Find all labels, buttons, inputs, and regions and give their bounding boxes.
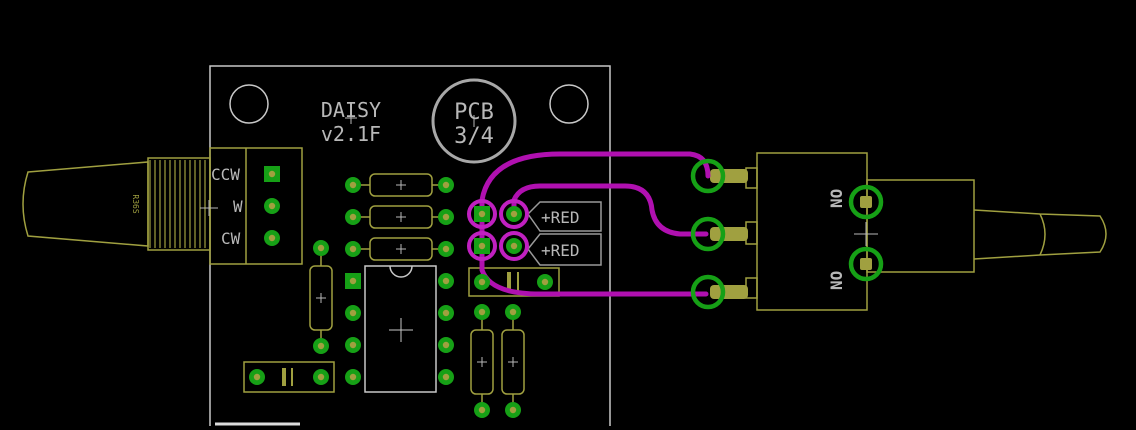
pad bbox=[313, 338, 329, 354]
pad bbox=[345, 209, 361, 225]
pad bbox=[474, 304, 490, 320]
potentiometer: R36S CCW W CW bbox=[22, 147, 303, 265]
pad bbox=[474, 238, 490, 254]
pad bbox=[345, 273, 361, 289]
capacitor-bottom-left bbox=[243, 361, 335, 393]
led-bottom bbox=[527, 233, 602, 266]
pot-label-w: W bbox=[233, 197, 243, 216]
pad bbox=[537, 274, 553, 290]
footswitch bbox=[745, 152, 1107, 311]
pad bbox=[438, 305, 454, 321]
pad bbox=[438, 241, 454, 257]
pads bbox=[249, 166, 553, 418]
pad bbox=[345, 177, 361, 193]
pad bbox=[313, 369, 329, 385]
switch-label-top: NO bbox=[827, 189, 846, 208]
wire-traces bbox=[479, 151, 711, 297]
switch-label-bottom: NO bbox=[827, 271, 846, 290]
pad bbox=[438, 209, 454, 225]
pad bbox=[438, 369, 454, 385]
pad bbox=[345, 305, 361, 321]
led-top bbox=[527, 201, 602, 232]
pad bbox=[438, 337, 454, 353]
mounting-hole-left bbox=[229, 84, 269, 124]
pad bbox=[345, 337, 361, 353]
pad bbox=[264, 166, 280, 182]
pad bbox=[264, 198, 280, 214]
pot-label-ccw: CCW bbox=[211, 165, 240, 184]
pad bbox=[474, 402, 490, 418]
pad bbox=[474, 274, 490, 290]
pad bbox=[438, 273, 454, 289]
resistors-vertical-right bbox=[470, 312, 525, 410]
pad bbox=[438, 177, 454, 193]
pad bbox=[506, 238, 522, 254]
pcb-logo-line2: 3/4 bbox=[454, 124, 494, 149]
pad bbox=[505, 304, 521, 320]
pot-label-cw: CW bbox=[221, 229, 241, 248]
pcb-logo: PCB 3/4 bbox=[431, 78, 517, 164]
pad bbox=[249, 369, 265, 385]
pad bbox=[345, 241, 361, 257]
pot-body-label: R36S bbox=[131, 194, 140, 213]
pad bbox=[313, 240, 329, 256]
mounting-hole-right bbox=[549, 84, 589, 124]
pad bbox=[345, 369, 361, 385]
pad bbox=[506, 206, 522, 222]
led-top-label: +RED bbox=[541, 208, 580, 227]
led-bottom-label: +RED bbox=[541, 241, 580, 260]
pad bbox=[505, 402, 521, 418]
board-version: v2.1F bbox=[321, 122, 381, 146]
pad bbox=[264, 230, 280, 246]
switch-pads bbox=[690, 158, 884, 310]
via-rings bbox=[467, 199, 529, 261]
ic-dip8 bbox=[364, 265, 437, 393]
pad bbox=[474, 206, 490, 222]
